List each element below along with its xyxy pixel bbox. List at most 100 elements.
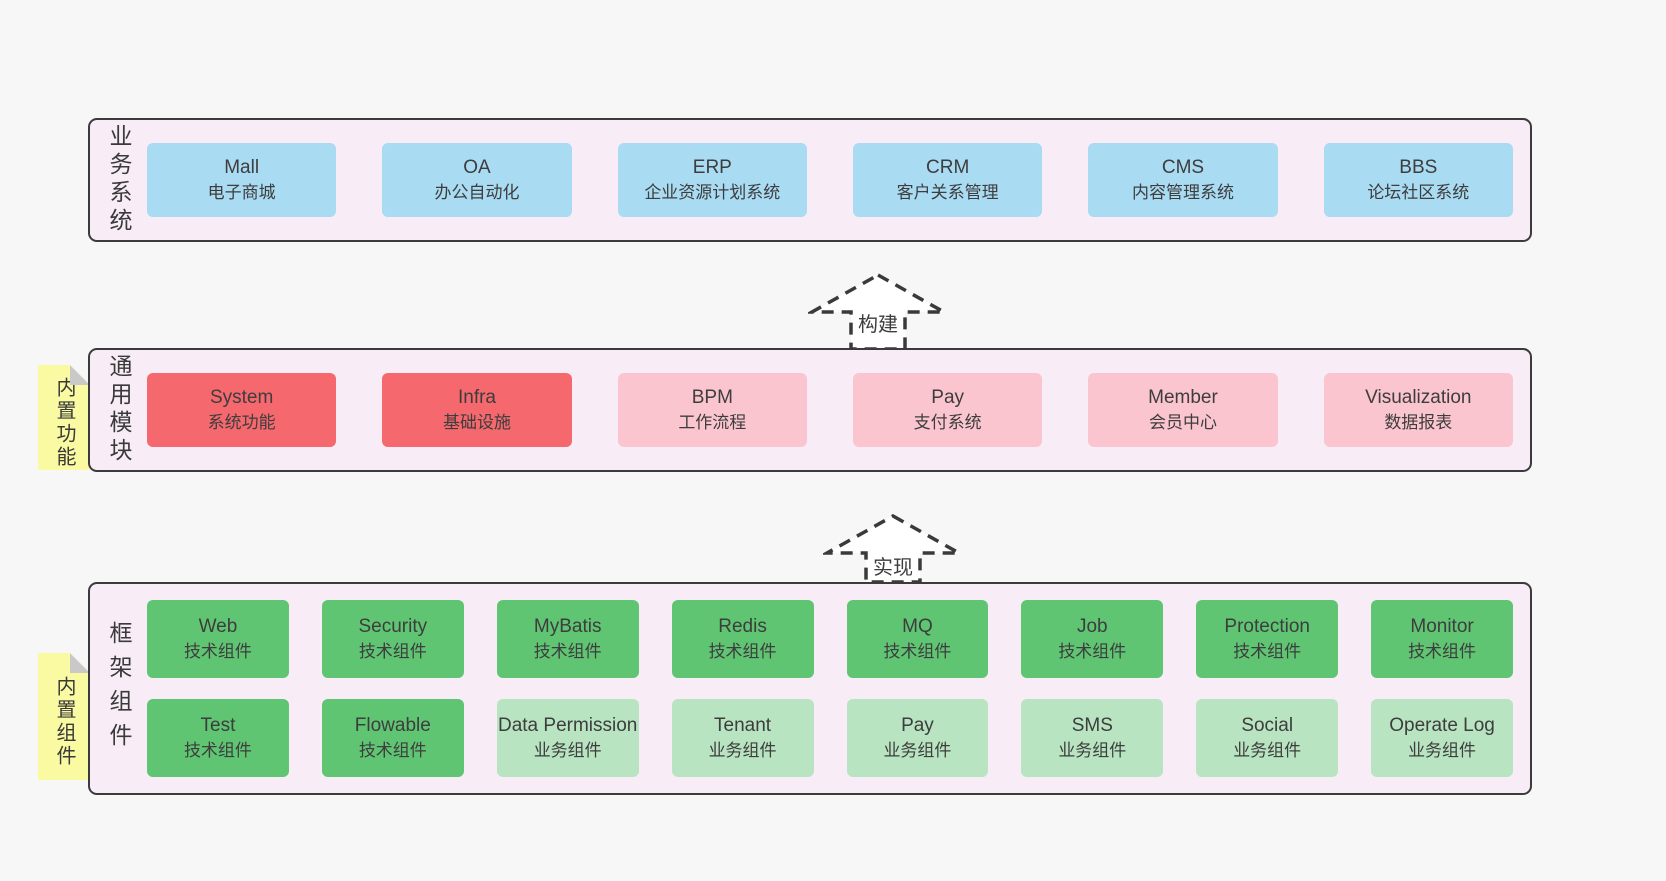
folded-corner-icon: [70, 365, 90, 385]
box-member: Member 会员中心: [1088, 373, 1278, 447]
box-title: Pay: [901, 715, 934, 737]
box-title: MyBatis: [533, 616, 602, 638]
box-title: Infra: [457, 387, 496, 409]
common-modules-grid: System 系统功能 Infra 基础设施 BPM 工作流程 Pay 支付系统…: [147, 350, 1530, 470]
box-subtitle: 业务组件: [533, 741, 602, 761]
box-mybatis: MyBatis 技术组件: [496, 600, 639, 678]
box-subtitle: 数据报表: [1384, 413, 1453, 433]
box-title: Flowable: [354, 715, 431, 737]
box-pay-component: Pay 业务组件: [846, 699, 989, 777]
box-title: Data Permission: [497, 715, 638, 737]
box-title: Security: [358, 616, 428, 638]
box-subtitle: 业务组件: [1233, 741, 1302, 761]
box-erp: ERP 企业资源计划系统: [617, 143, 807, 217]
box-subtitle: 技术组件: [358, 741, 427, 761]
box-visualization: Visualization 数据报表: [1323, 373, 1513, 447]
box-subtitle: 技术组件: [1058, 642, 1127, 662]
box-subtitle: 企业资源计划系统: [644, 183, 781, 203]
box-title: CMS: [1161, 157, 1205, 179]
box-title: CRM: [926, 157, 970, 179]
box-subtitle: 会员中心: [1148, 413, 1217, 433]
band-framework-components: 框架组件 Web 技术组件 Security 技术组件 MyBatis 技术组件…: [88, 582, 1532, 795]
box-test: Test 技术组件: [147, 699, 289, 777]
box-subtitle: 系统功能: [207, 413, 276, 433]
box-bbs: BBS 论坛社区系统: [1323, 143, 1513, 217]
band-common-modules: 通用模块 System 系统功能 Infra 基础设施 BPM 工作流程 Pay…: [88, 348, 1532, 472]
box-web: Web 技术组件: [147, 600, 289, 678]
box-tenant: Tenant 业务组件: [671, 699, 814, 777]
box-data-permission: Data Permission 业务组件: [496, 699, 639, 777]
box-flowable: Flowable 技术组件: [321, 699, 464, 777]
box-title: Pay: [931, 387, 965, 409]
box-title: System: [209, 387, 274, 409]
box-pay-module: Pay 支付系统: [852, 373, 1043, 447]
box-subtitle: 技术组件: [708, 642, 777, 662]
box-protection: Protection 技术组件: [1196, 600, 1339, 678]
box-subtitle: 技术组件: [533, 642, 602, 662]
box-subtitle: 业务组件: [883, 741, 952, 761]
box-subtitle: 技术组件: [883, 642, 952, 662]
box-subtitle: 技术组件: [183, 642, 252, 662]
band-business-systems: 业务系统 Mall 电子商城 OA 办公自动化 ERP 企业资源计划系统 CRM…: [88, 118, 1532, 242]
business-systems-grid: Mall 电子商城 OA 办公自动化 ERP 企业资源计划系统 CRM 客户关系…: [147, 120, 1530, 240]
box-operate-log: Operate Log 业务组件: [1371, 699, 1513, 777]
sticky-label: 内置功能: [53, 376, 75, 469]
box-title: Member: [1148, 387, 1218, 409]
box-title: Monitor: [1410, 616, 1474, 638]
box-subtitle: 技术组件: [1233, 642, 1302, 662]
arrow-up-implement: 实现: [823, 513, 963, 583]
box-bpm: BPM 工作流程: [617, 373, 807, 447]
block-arrow-up-icon: [808, 272, 948, 350]
box-oa: OA 办公自动化: [382, 143, 572, 217]
box-subtitle: 业务组件: [1408, 741, 1477, 761]
box-title: MQ: [902, 616, 933, 638]
box-subtitle: 客户关系管理: [896, 183, 999, 203]
box-title: Web: [198, 616, 238, 638]
box-title: BPM: [691, 387, 733, 409]
box-title: Test: [200, 715, 236, 737]
box-system: System 系统功能: [147, 373, 337, 447]
box-subtitle: 电子商城: [207, 183, 276, 203]
band-label-business-systems: 业务系统: [106, 124, 132, 236]
band-label-framework-components: 框架组件: [106, 620, 132, 757]
framework-components-grid: Web 技术组件 Security 技术组件 MyBatis 技术组件 Redi…: [147, 584, 1530, 793]
box-title: BBS: [1399, 157, 1438, 179]
box-title: ERP: [692, 157, 732, 179]
arrow-implement-label: 实现: [873, 557, 913, 579]
box-job: Job 技术组件: [1021, 600, 1164, 678]
box-title: Job: [1076, 616, 1108, 638]
box-subtitle: 内容管理系统: [1131, 183, 1234, 203]
box-title: Visualization: [1365, 387, 1472, 409]
box-cms: CMS 内容管理系统: [1088, 143, 1278, 217]
box-monitor: Monitor 技术组件: [1371, 600, 1513, 678]
sticky-note-builtin-features: 内置功能: [38, 365, 90, 470]
box-subtitle: 工作流程: [678, 413, 747, 433]
box-title: Mall: [224, 157, 260, 179]
box-subtitle: 基础设施: [442, 413, 511, 433]
box-redis: Redis 技术组件: [671, 600, 814, 678]
arrow-build-label: 构建: [858, 314, 898, 336]
box-subtitle: 技术组件: [1408, 642, 1477, 662]
box-title: Operate Log: [1389, 715, 1495, 737]
box-infra: Infra 基础设施: [382, 373, 572, 447]
box-title: Tenant: [714, 715, 772, 737]
box-subtitle: 业务组件: [708, 741, 777, 761]
box-subtitle: 办公自动化: [434, 183, 520, 203]
box-subtitle: 论坛社区系统: [1367, 183, 1470, 203]
box-mq: MQ 技术组件: [846, 600, 989, 678]
box-subtitle: 技术组件: [183, 741, 252, 761]
band-label-common-modules: 通用模块: [106, 354, 132, 466]
sticky-label: 内置组件: [53, 675, 75, 768]
box-social: Social 业务组件: [1196, 699, 1339, 777]
sticky-note-builtin-components: 内置组件: [38, 653, 90, 780]
box-mall: Mall 电子商城: [147, 143, 337, 217]
box-subtitle: 技术组件: [358, 642, 427, 662]
box-security: Security 技术组件: [321, 600, 464, 678]
box-crm: CRM 客户关系管理: [852, 143, 1043, 217]
box-title: Social: [1241, 715, 1294, 737]
box-title: Redis: [718, 616, 767, 638]
box-subtitle: 支付系统: [913, 413, 982, 433]
box-title: OA: [463, 157, 491, 179]
box-sms: SMS 业务组件: [1021, 699, 1164, 777]
box-title: Protection: [1224, 616, 1310, 638]
